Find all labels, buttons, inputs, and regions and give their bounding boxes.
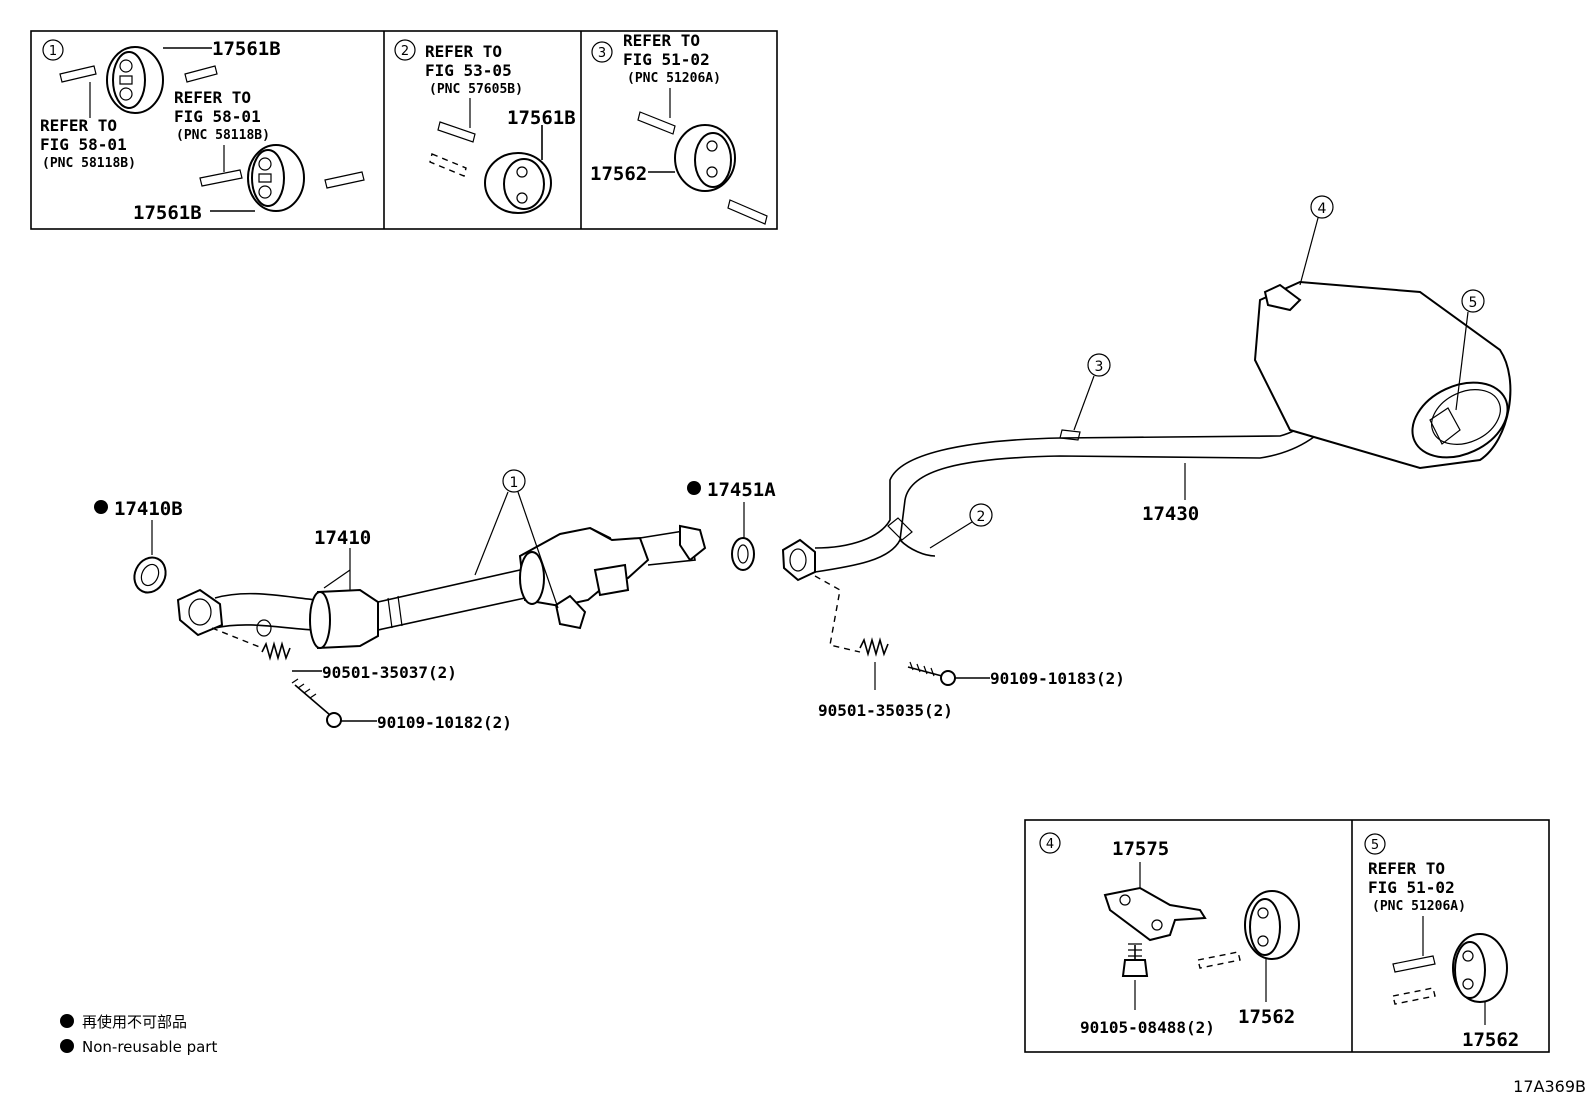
label-90501-35035: 90501-35035(2) — [818, 701, 953, 720]
inset-2-ref-line3: (PNC 57605B) — [429, 82, 523, 97]
inset-5-part: 17562 — [1462, 1029, 1519, 1051]
label-90109-10182: 90109-10182(2) — [377, 713, 512, 732]
inset-1-number: 1 — [49, 44, 57, 59]
inset-1-part-b: 17561B — [133, 202, 202, 224]
inset-3-number: 3 — [598, 46, 606, 61]
rubber-hanger-17562 — [674, 124, 736, 192]
label-17410: 17410 — [314, 527, 371, 549]
label-17430: 17430 — [1142, 503, 1199, 525]
gasket-17451a: 17451A — [687, 479, 776, 571]
inset-1-ref-1-line1: REFER TO — [40, 116, 117, 135]
inset-5-ref-line1: REFER TO — [1368, 859, 1445, 878]
rubber-hanger-17562 — [1244, 890, 1300, 960]
inset-4: 4 17575 90105-08488(2) 17562 — [1039, 832, 1300, 1037]
inset-panel-top — [30, 30, 778, 230]
legend-dot-2 — [60, 1039, 74, 1053]
legend: 再使用不可部品 Non-reusable part — [60, 1013, 217, 1056]
inset-2-number: 2 — [401, 44, 409, 59]
inset-2-part: 17561B — [507, 107, 576, 129]
label-17451a: 17451A — [707, 479, 776, 501]
bracket-17575 — [1103, 886, 1207, 942]
inset-1-circle — [42, 39, 64, 61]
spring-bolt-left: 90501-35037(2) 90109-10182(2) — [211, 627, 512, 732]
inset-5: 5 REFER TO FIG 51-02 (PNC 51206A) 17562 — [1364, 833, 1519, 1051]
inset-1-ref-1-line2: FIG 58-01 — [40, 135, 127, 154]
inset-panel-bottom — [1024, 819, 1550, 1053]
inset-2-circle — [394, 39, 416, 61]
legend-en: Non-reusable part — [82, 1038, 217, 1056]
callout-3: 3 — [1073, 353, 1111, 431]
svg-text:4: 4 — [1318, 201, 1327, 217]
spring-bolt-right: 90501-35035(2) 90109-10183(2) — [814, 575, 1125, 720]
inset-4-part-17575: 17575 — [1112, 838, 1169, 860]
inset-1-ref-2-line1: REFER TO — [174, 88, 251, 107]
inset-1-part-a: 17561B — [212, 38, 281, 60]
label-90109-10183: 90109-10183(2) — [990, 669, 1125, 688]
callout-4: 4 — [1299, 195, 1334, 286]
inset-4-number: 4 — [1046, 837, 1054, 852]
front-pipe-converter-17410: 17410 — [176, 524, 707, 650]
diagram-id: 17A369B — [1513, 1077, 1586, 1096]
non-reusable-dot-1 — [94, 500, 108, 514]
rubber-hanger-17561b — [484, 152, 552, 214]
inset-4-circle — [1039, 832, 1061, 854]
inset-2-ref-line1: REFER TO — [425, 42, 502, 61]
svg-text:5: 5 — [1469, 295, 1478, 311]
inset-3-ref-line2: FIG 51-02 — [623, 50, 710, 69]
non-reusable-dot-2 — [687, 481, 701, 495]
inset-4-part-17562: 17562 — [1238, 1006, 1295, 1028]
legend-ja: 再使用不可部品 — [82, 1013, 187, 1031]
spring-icon — [859, 637, 889, 657]
inset-3-ref-line3: (PNC 51206A) — [627, 71, 721, 86]
rubber-hanger-17561b-top — [106, 46, 164, 114]
inset-3-ref-line1: REFER TO — [623, 31, 700, 50]
inset-5-circle — [1364, 833, 1386, 855]
tail-pipe-17430: 17430 — [781, 280, 1512, 582]
inset-5-ref-line3: (PNC 51206A) — [1372, 899, 1466, 914]
callout-2: 2 — [929, 503, 993, 549]
svg-text:1: 1 — [510, 475, 519, 491]
legend-dot-1 — [60, 1014, 74, 1028]
inset-4-bolt: 90105-08488(2) — [1080, 1018, 1215, 1037]
inset-3: 3 REFER TO FIG 51-02 (PNC 51206A) 17562 — [590, 31, 768, 225]
inset-1: 1 17561B REFER TO FIG 58-01 (PNC 58118B)… — [40, 38, 365, 224]
inset-1-ref-2-line2: FIG 58-01 — [174, 107, 261, 126]
gasket-17410b: 17410B — [94, 498, 183, 594]
inset-1-ref-2-line3: (PNC 58118B) — [176, 128, 270, 143]
svg-text:2: 2 — [977, 509, 986, 525]
svg-text:3: 3 — [1095, 359, 1104, 375]
inset-5-ref-line2: FIG 51-02 — [1368, 878, 1455, 897]
rubber-hanger-17561b-bottom — [247, 144, 305, 212]
label-90501-35037: 90501-35037(2) — [322, 663, 457, 682]
callout-5: 5 — [1455, 289, 1485, 411]
inset-2-ref-line2: FIG 53-05 — [425, 61, 512, 80]
rubber-hanger-17562 — [1452, 933, 1508, 1003]
inset-3-circle — [591, 41, 613, 63]
inset-2: 2 REFER TO FIG 53-05 (PNC 57605B) 17561B — [394, 39, 576, 214]
label-17410b: 17410B — [114, 498, 183, 520]
inset-1-ref-1-line3: (PNC 58118B) — [42, 156, 136, 171]
spring-icon — [261, 641, 291, 661]
inset-5-number: 5 — [1371, 838, 1379, 853]
inset-3-part: 17562 — [590, 163, 647, 185]
callout-1: 1 — [474, 469, 559, 609]
